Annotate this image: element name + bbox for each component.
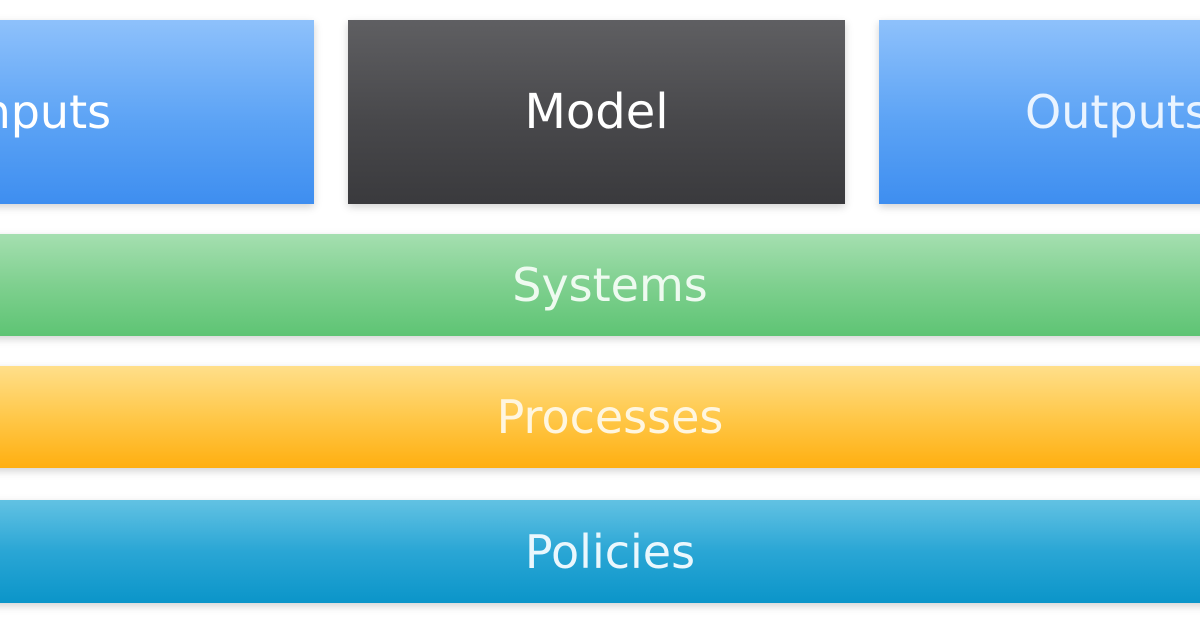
systems-label: Systems xyxy=(512,258,708,312)
processes-layer: Processes xyxy=(0,366,1200,468)
policies-label: Policies xyxy=(524,524,696,579)
systems-layer: Systems xyxy=(0,234,1200,336)
inputs-block: Inputs xyxy=(0,20,314,204)
processes-label: Processes xyxy=(496,390,724,444)
inputs-label: Inputs xyxy=(0,85,112,139)
outputs-block: Outputs xyxy=(879,20,1200,204)
model-label: Model xyxy=(524,84,669,140)
policies-layer: Policies xyxy=(0,500,1200,603)
outputs-label: Outputs xyxy=(1025,85,1200,139)
model-block: Model xyxy=(348,20,845,204)
